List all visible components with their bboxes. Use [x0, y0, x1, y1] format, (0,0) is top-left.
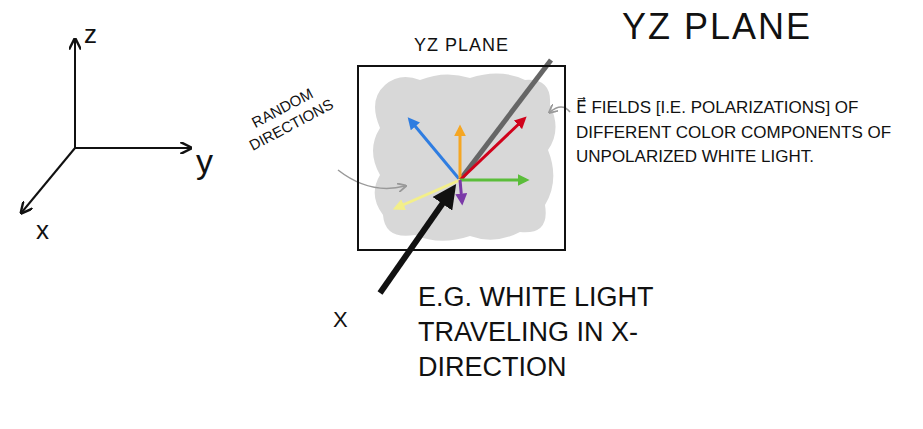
leader-line: [550, 107, 570, 112]
note-text: E⃗ FIELDS [I.E. POLARIZATIONS] OF DIFFER…: [576, 96, 906, 170]
gray-cloud: [373, 73, 556, 240]
light-ray: [380, 190, 452, 293]
title-note: YZ PLANE: [622, 4, 812, 49]
polarization-arrows: [396, 119, 526, 208]
axis-label: X: [333, 306, 348, 334]
axis-label: z: [84, 18, 97, 51]
axis-label: y: [196, 140, 213, 183]
plane-heading: YZ PLANE: [359, 35, 564, 56]
note-text: E.G. WHITE LIGHT TRAVELING IN X-DIRECTIO…: [418, 280, 778, 385]
axes: [22, 40, 190, 212]
axis-label: x: [36, 214, 49, 247]
plane-square: YZ PLANE: [357, 65, 566, 251]
gray-line: [460, 60, 551, 180]
callout-text: RANDOM DIRECTIONS: [230, 74, 345, 159]
leader-line: [338, 170, 405, 188]
